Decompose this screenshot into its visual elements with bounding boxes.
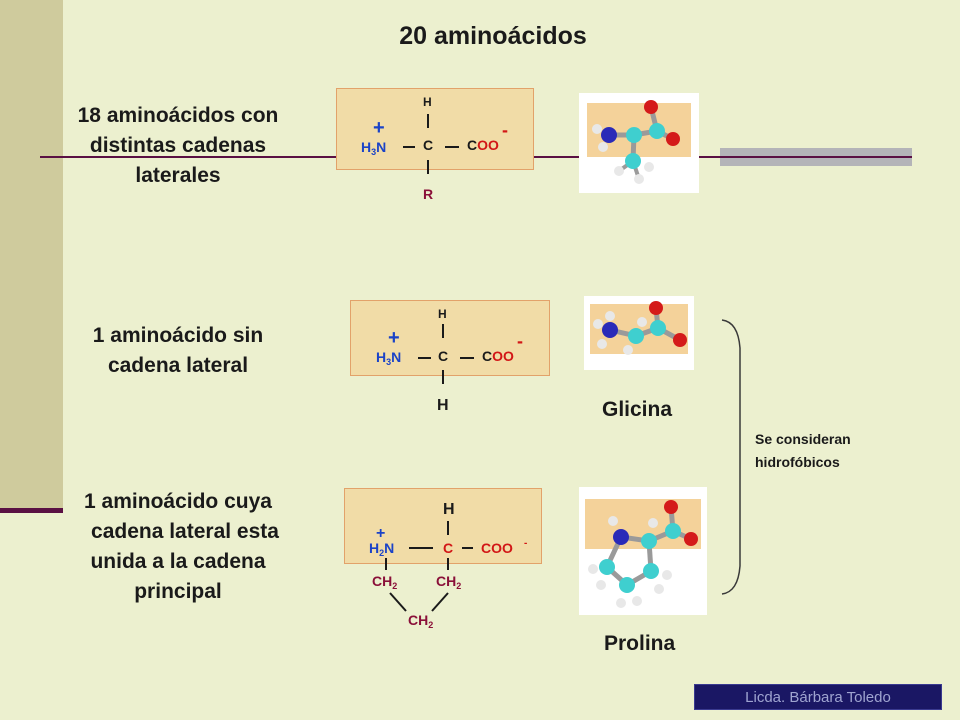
formula-box-proline (344, 488, 542, 564)
formula-box-glycine (350, 300, 550, 376)
label-row-2: 1 aminoácido sin cadena lateral (68, 321, 288, 381)
molecule-image-proline (579, 487, 707, 615)
bond (442, 370, 444, 384)
formula-proline: H + H2N C COO - CH2 CH2 CH2 (344, 488, 542, 638)
formula-general: H + H3N C COO - R (336, 88, 534, 218)
carboxyl-group: COO (482, 348, 514, 364)
author-footer: Licda. Bárbara Toledo (694, 684, 942, 710)
amine-group: H2N (369, 540, 395, 558)
minus-charge: - (502, 120, 508, 140)
plus-charge: + (376, 525, 386, 542)
ring-ch2-bottom: CH2 (408, 612, 434, 630)
carboxyl-group: COO (467, 137, 499, 153)
side-chain-r: R (423, 186, 434, 202)
bond (462, 547, 473, 549)
amine-group: H3N (361, 139, 387, 157)
proline-label: Prolina (604, 632, 676, 655)
minus-charge: - (524, 538, 528, 549)
sidebar-strip (0, 0, 63, 512)
plus-charge: + (388, 327, 400, 349)
label-line: 1 aminoácido sin (92, 324, 264, 347)
sidebar-underline (0, 508, 63, 513)
label-line: laterales (135, 164, 221, 187)
bond (442, 324, 444, 338)
alpha-carbon: C (438, 348, 449, 364)
side-chain-h: H (437, 397, 449, 414)
carboxyl-group: COO (481, 540, 513, 556)
formula-top-h: H (443, 501, 455, 518)
bond (427, 114, 429, 128)
right-brace (721, 319, 741, 595)
alpha-carbon: C (423, 137, 434, 153)
formula-top-h: H (423, 95, 432, 109)
bond (385, 558, 387, 570)
plus-charge: + (373, 117, 385, 139)
bond (409, 547, 433, 549)
bond (445, 146, 459, 148)
minus-charge: - (517, 331, 523, 351)
bond (403, 146, 415, 148)
hydrophobic-note: Se consideran hidrofóbicos (755, 428, 851, 474)
molecule-image-generic (579, 93, 699, 193)
bond (447, 521, 449, 535)
molecule-image-glycine (584, 296, 694, 370)
label-line: cadena lateral (107, 354, 249, 377)
formula-top-h: H (438, 307, 447, 321)
label-row-1: 18 aminoácidos con distintas cadenas lat… (60, 101, 296, 191)
bond (460, 357, 474, 359)
label-line: 18 aminoácidos con (77, 104, 279, 127)
bond (447, 558, 449, 570)
alpha-carbon: C (443, 540, 454, 556)
label-line: principal (134, 580, 222, 603)
ring-ch2-left: CH2 (372, 573, 398, 591)
note-line: Se consideran (755, 431, 851, 447)
ring-bonds (389, 592, 449, 612)
note-line: hidrofóbicos (755, 454, 840, 470)
label-line: unida a la cadena (90, 550, 266, 573)
formula-glycine: H + H3N C COO - H (350, 300, 550, 420)
label-row-3: 1 aminoácido cuya cadena lateral esta un… (52, 487, 304, 607)
page-title: 20 aminoácidos (399, 22, 587, 50)
bond (418, 357, 431, 359)
bond (427, 160, 429, 174)
ring-ch2-right: CH2 (436, 573, 462, 591)
label-line: cadena lateral esta (91, 520, 279, 543)
glycine-label: Glicina (602, 398, 673, 421)
label-line: 1 aminoácido cuya (84, 490, 272, 513)
amine-group: H3N (376, 349, 402, 367)
formula-box-general (336, 88, 534, 170)
label-line: distintas cadenas (89, 134, 267, 157)
